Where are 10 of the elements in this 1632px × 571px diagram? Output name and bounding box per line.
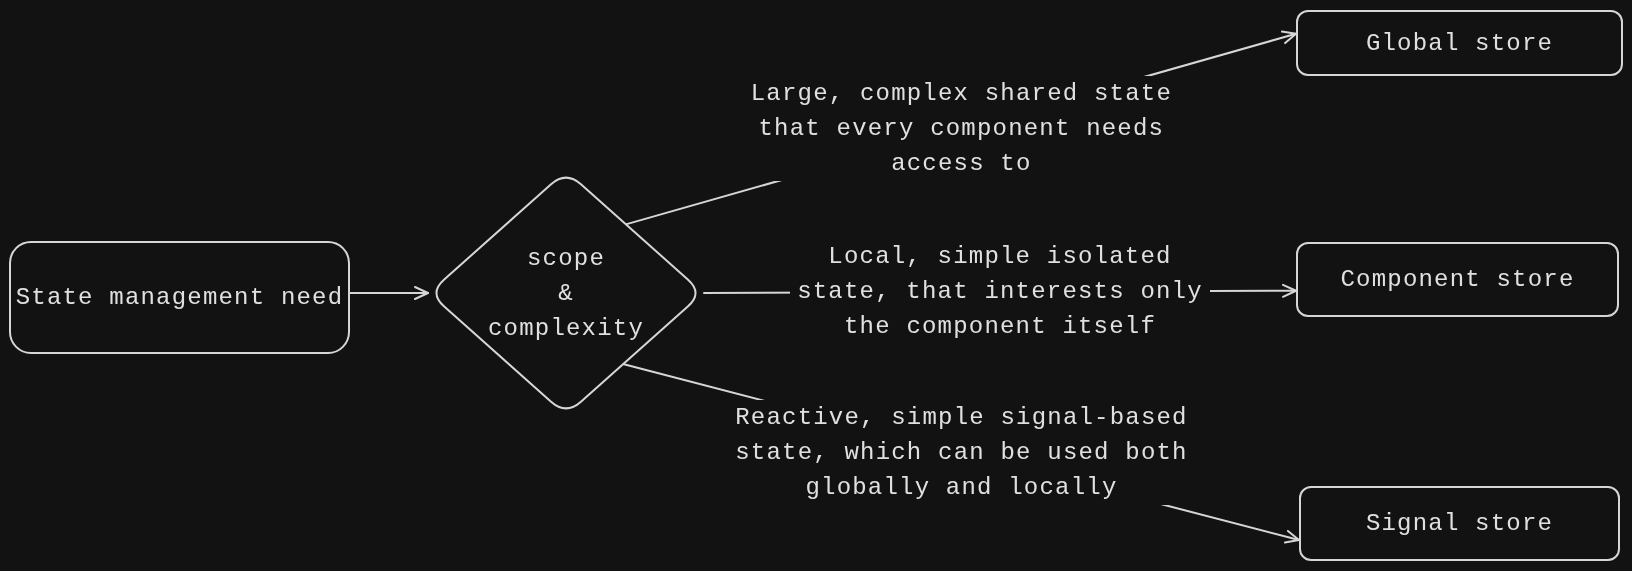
node-label: scope & complexity: [488, 243, 644, 344]
arrow: [349, 286, 429, 300]
node-label: Global store: [1365, 28, 1554, 59]
process-box: [9, 241, 350, 354]
process-box: [1299, 486, 1620, 561]
node-label: Component store: [1340, 265, 1575, 295]
process-box: [1296, 10, 1623, 76]
node-label: Signal store: [1365, 509, 1554, 539]
process-box: [1296, 242, 1619, 317]
node-label: State management need: [15, 283, 344, 313]
